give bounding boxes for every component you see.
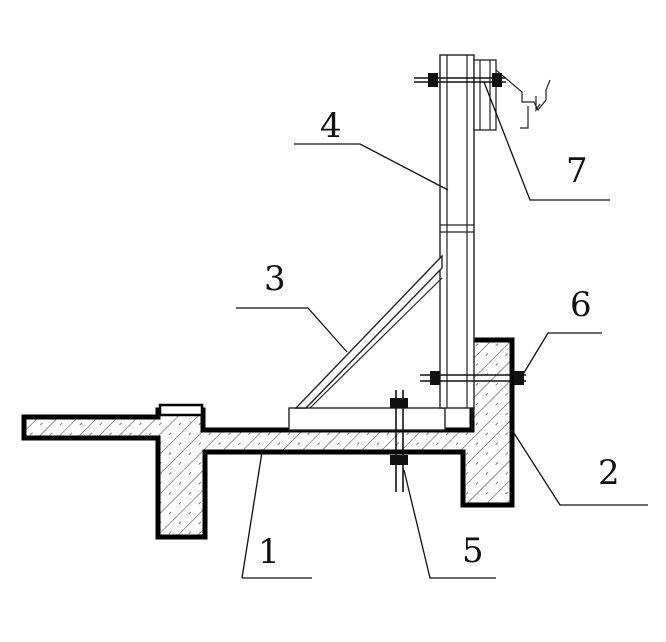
base-plate: [288, 407, 446, 431]
label-7: 7: [566, 151, 588, 191]
diagonal-brace: [294, 254, 443, 409]
label-2: 2: [598, 453, 620, 493]
leader-5: [403, 469, 496, 579]
brace-edge: [309, 277, 443, 409]
curb-block: [158, 403, 204, 417]
leader-7: [483, 81, 610, 201]
concrete-slab: [21, 337, 515, 540]
hook-lip: [535, 96, 541, 112]
leader-4: [294, 143, 449, 191]
leader-6: [521, 332, 602, 377]
label-1: 1: [258, 532, 280, 572]
label-5: 5: [462, 531, 484, 571]
top-bolt-nut-right: [492, 73, 502, 87]
leader-3: [236, 307, 348, 353]
label-3: 3: [264, 259, 286, 299]
label-4: 4: [320, 106, 342, 146]
label-6: 6: [570, 285, 592, 325]
top-bolt-nut-left: [428, 73, 438, 87]
leader-2: [511, 429, 648, 506]
mid-bolt-nut-right: [514, 371, 524, 385]
leader-1-diag: [241, 451, 263, 579]
mid-bolt-nut-left: [430, 371, 440, 385]
anchor-bolt-nut-top: [390, 398, 408, 408]
top-bracket: [473, 59, 497, 131]
anchor-bolt-nut-bottom: [390, 455, 408, 465]
